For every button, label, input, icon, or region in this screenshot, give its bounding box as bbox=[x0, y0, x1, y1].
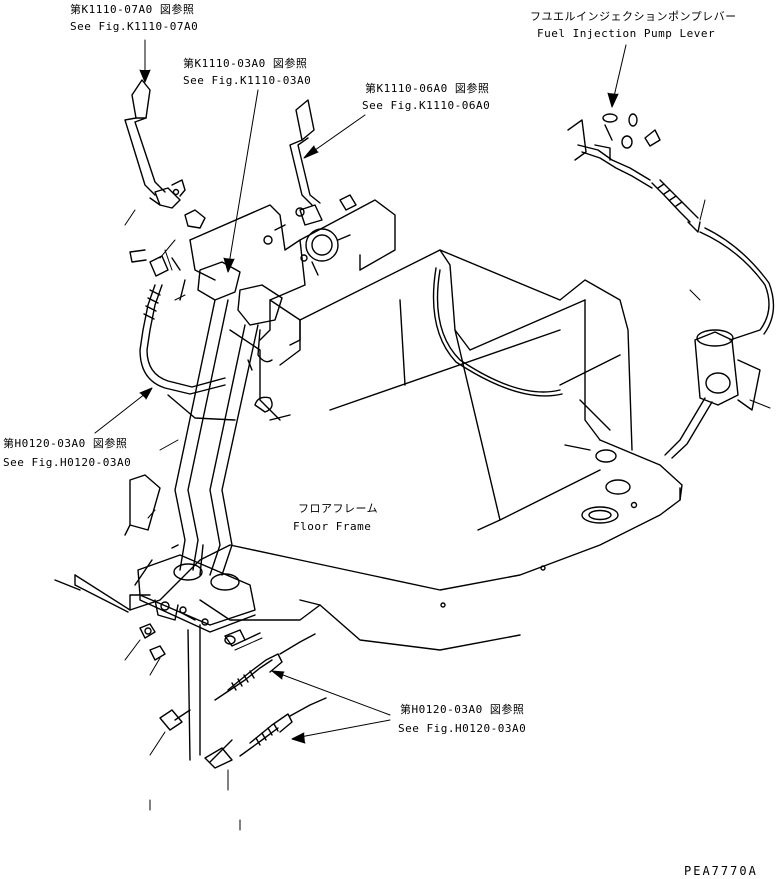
right-short-lever bbox=[289, 99, 357, 226]
callout-h0120-left-en: See Fig.H0120-03A0 bbox=[3, 456, 132, 469]
left-cable bbox=[139, 284, 236, 421]
callout-k1110-07a0-en: See Fig.K1110-07A0 bbox=[70, 20, 199, 33]
fuel-pump-linkage bbox=[567, 113, 775, 459]
callout-h0120-bottom-en: See Fig.H0120-03A0 bbox=[398, 722, 527, 735]
drawing-code: PEA7770A bbox=[684, 864, 758, 878]
fasteners bbox=[139, 623, 261, 661]
callout-h0120-left-jp: 第H0120-03A0 図参照 bbox=[3, 437, 128, 450]
callout-k1110-03a0-jp: 第K1110-03A0 図参照 bbox=[183, 57, 308, 70]
floor-frame-en: Floor Frame bbox=[293, 520, 372, 533]
callout-k1110-06a0-en: See Fig.K1110-06A0 bbox=[362, 99, 491, 112]
floor-frame-plate bbox=[74, 439, 683, 651]
callout-k1110-06a0-jp: 第K1110-06A0 図参照 bbox=[365, 82, 490, 95]
lever-bracket bbox=[189, 199, 396, 421]
housing-box bbox=[289, 249, 633, 531]
left-short-lever bbox=[124, 79, 206, 301]
floor-frame-jp: フロアフレーム bbox=[298, 502, 379, 515]
lever-base bbox=[54, 474, 256, 633]
callout-k1110-03a0-en: See Fig.K1110-03A0 bbox=[183, 74, 312, 87]
callout-fuel-pump-en: Fuel Injection Pump Lever bbox=[537, 27, 716, 40]
long-levers bbox=[174, 261, 283, 576]
callout-k1110-07a0-jp: 第K1110-07A0 図参照 bbox=[70, 3, 195, 16]
callout-h0120-bottom-jp: 第H0120-03A0 図参照 bbox=[400, 703, 525, 716]
leader-lines bbox=[94, 39, 771, 831]
callout-fuel-pump-jp: フユエルインジェクションポンプレバー bbox=[530, 10, 737, 23]
lower-cables bbox=[159, 624, 327, 769]
